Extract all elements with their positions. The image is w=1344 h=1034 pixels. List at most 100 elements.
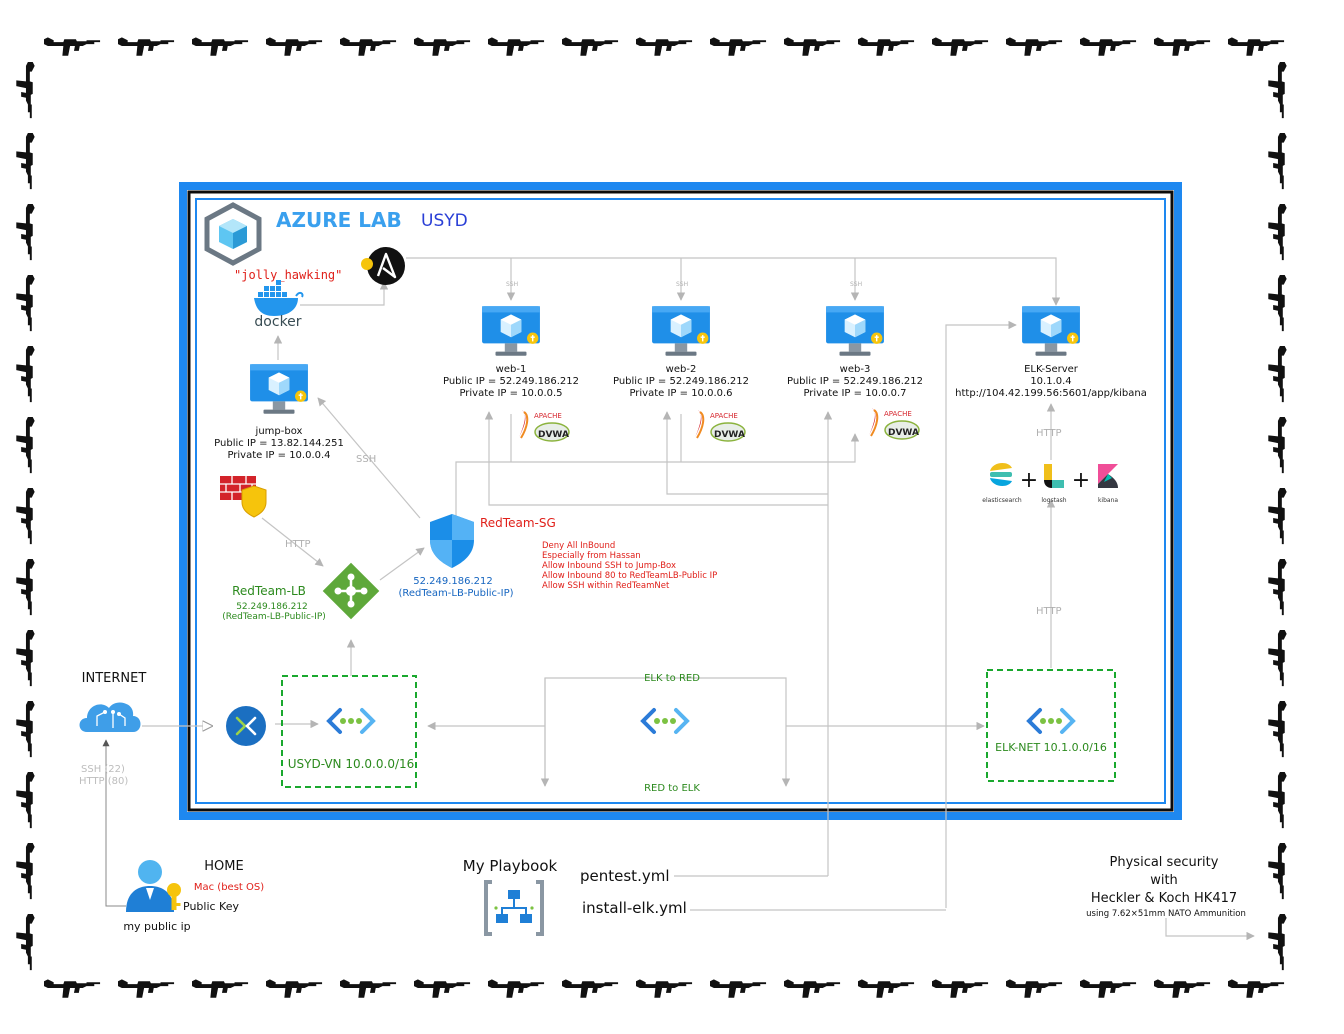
rifle-icon: [562, 37, 619, 56]
web2-public-ip: Public IP = 52.249.186.212: [613, 376, 749, 387]
rifle-icon: [1268, 417, 1287, 474]
rifle-icon: [636, 979, 693, 998]
dvwa-label: DVWA: [714, 430, 745, 440]
sg-rule: Allow SSH within RedTeamNet: [542, 581, 670, 591]
apache-label: APACHE: [884, 410, 912, 418]
elasticsearch-icon: [990, 462, 1012, 487]
rifle-icon: [1080, 979, 1137, 998]
rifle-icon: [16, 630, 35, 687]
docker-icon: [254, 280, 304, 316]
rifle-icon: [1268, 630, 1287, 687]
web2-name: web-2: [666, 364, 697, 375]
dvwa-label: DVWA: [538, 430, 569, 440]
rifle-icon: [1268, 275, 1287, 332]
sg-name: RedTeam-SG: [480, 516, 556, 530]
rifle-icon: [16, 417, 35, 474]
sg-ip: 52.249.186.212: [413, 576, 493, 587]
internet-cloud-icon[interactable]: [79, 702, 141, 732]
rifle-icon: [858, 979, 915, 998]
logstash-label: logstash: [1041, 497, 1066, 504]
rifle-icon: [488, 37, 545, 56]
lb-ip: 52.249.186.212: [236, 602, 308, 612]
rifle-icon: [1268, 133, 1287, 190]
rifle-icon: [44, 37, 101, 56]
web3-public-ip: Public IP = 52.249.186.212: [787, 376, 923, 387]
rifle-icon: [16, 204, 35, 261]
rifle-icon: [16, 133, 35, 190]
web1-public-ip: Public IP = 52.249.186.212: [443, 376, 579, 387]
web3-private-ip: Private IP = 10.0.0.7: [803, 388, 906, 399]
elk-url: http://104.42.199.56:5601/app/kibana: [955, 388, 1147, 399]
ssh-edge-label: SSH: [356, 454, 376, 465]
rifle-icon: [932, 979, 989, 998]
rifle-icon: [710, 979, 767, 998]
rifle-icon: [1154, 979, 1211, 998]
ssh-web2-label: SSH: [676, 281, 688, 288]
rifle-icon: [1268, 62, 1287, 119]
rifle-icon: [932, 37, 989, 56]
internet-port-http: HTTP (80): [79, 776, 128, 787]
jumpbox-name: jump-box: [255, 426, 303, 437]
rifle-icon: [710, 37, 767, 56]
rifle-icon: [1268, 488, 1287, 545]
rifle-icon: [16, 559, 35, 616]
azure-lab-icon: [204, 202, 262, 266]
rifle-icon: [44, 979, 101, 998]
rifle-icon: [16, 772, 35, 829]
ssh-web3-label: SSH: [850, 281, 862, 288]
dvwa-label: DVWA: [888, 428, 919, 438]
lb-ip-name: (RedTeam-LB-Public-IP): [222, 612, 326, 622]
sg-rule: Allow Inbound 80 to RedTeamLB-Public IP: [542, 571, 717, 581]
rifle-icon: [16, 701, 35, 758]
security-group-shield-icon[interactable]: [430, 514, 474, 568]
my-ip-label: my public ip: [123, 920, 190, 933]
lab-subtitle: USYD: [421, 211, 468, 231]
rifle-icon: [1268, 701, 1287, 758]
apache-dvwa-web1: APACHE DVWA: [517, 409, 570, 442]
apache-dvwa-web3: APACHE DVWA: [867, 407, 920, 440]
usyd-vn-label: USYD-VN 10.0.0.0/16: [288, 757, 415, 771]
http-elk-label-top: HTTP: [1036, 428, 1062, 439]
rifle-icon: [858, 37, 915, 56]
plus-sign-1: +: [1020, 468, 1038, 493]
rifle-icon: [1268, 843, 1287, 900]
security-line-1: Physical security: [1110, 855, 1219, 870]
rifle-icon: [562, 979, 619, 998]
sg-ip-name: (RedTeam-LB-Public-IP): [398, 588, 513, 599]
logstash-icon: [1044, 464, 1064, 488]
playbook-file-pentest[interactable]: pentest.yml: [580, 867, 670, 885]
security-line-2: with: [1150, 873, 1178, 888]
playbook-icon: [484, 880, 544, 936]
jumpbox-public-ip: Public IP = 13.82.144.251: [214, 438, 344, 449]
rifle-icon: [414, 37, 471, 56]
rifle-icon: [192, 37, 249, 56]
ssh-web1-label: SSH: [506, 281, 518, 288]
rifle-icon: [784, 37, 841, 56]
apache-label: APACHE: [710, 412, 738, 420]
rifle-icon: [266, 37, 323, 56]
rifle-icon: [414, 979, 471, 998]
peering-bottom-label: RED to ELK: [644, 783, 700, 794]
playbook-file-install-elk[interactable]: install-elk.yml: [582, 899, 687, 917]
rifle-icon: [16, 488, 35, 545]
public-key-label: Public Key: [183, 900, 239, 913]
rifle-icon: [1268, 204, 1287, 261]
sg-rule: Allow Inbound SSH to Jump-Box: [542, 561, 676, 571]
apache-label: APACHE: [534, 412, 562, 420]
rifle-icon: [636, 37, 693, 56]
rifle-icon: [1006, 979, 1063, 998]
rifle-icon: [340, 979, 397, 998]
ansible-icon: [361, 247, 405, 285]
jumpbox-private-ip: Private IP = 10.0.0.4: [227, 450, 330, 461]
container-name: "jolly_hawking": [234, 268, 342, 282]
rifle-icon: [1228, 979, 1285, 998]
web1-private-ip: Private IP = 10.0.0.5: [459, 388, 562, 399]
gateway-icon[interactable]: [226, 706, 266, 746]
rifle-icon: [192, 979, 249, 998]
rifle-icon: [340, 37, 397, 56]
rifle-icon: [784, 979, 841, 998]
rifle-icon: [1268, 559, 1287, 616]
home-label: HOME: [204, 859, 243, 874]
user-icon: [126, 860, 174, 912]
